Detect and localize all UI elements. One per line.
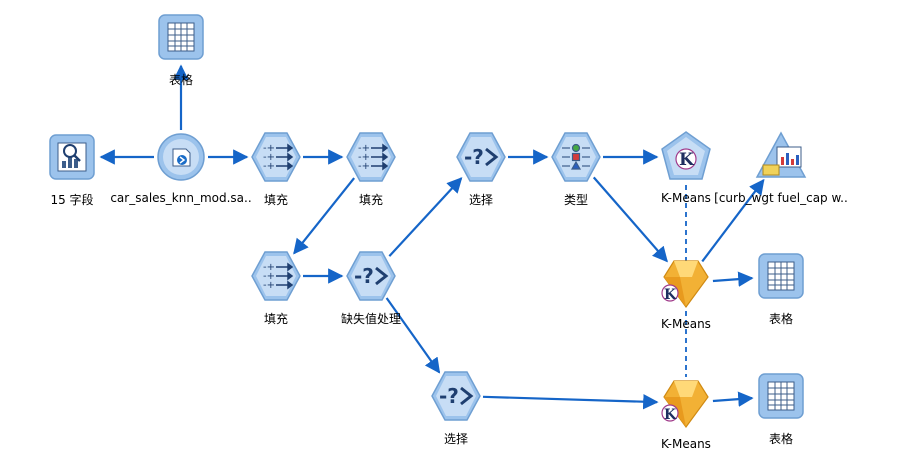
- svg-text:K: K: [664, 407, 677, 423]
- node-label: 缺失值处理: [340, 312, 401, 326]
- link-kmeans_nugget1-to-graph[interactable]: [701, 178, 765, 263]
- table-icon: [753, 248, 809, 304]
- table-icon: [153, 9, 209, 65]
- node-label: 填充: [263, 193, 288, 207]
- node-label: 类型: [563, 193, 588, 207]
- node-fields15[interactable]: [44, 129, 100, 185]
- node-select1[interactable]: -?: [453, 129, 509, 185]
- select-icon: -?: [343, 248, 399, 304]
- node-fill2[interactable]: -+ -+ -+: [343, 129, 399, 185]
- node-table-bot[interactable]: [753, 368, 809, 424]
- node-select2[interactable]: -?: [428, 368, 484, 424]
- node-label: [curb_wgt fuel_cap w..: [714, 191, 848, 205]
- node-missing[interactable]: -?: [343, 248, 399, 304]
- link-missing-to-select1[interactable]: [388, 177, 463, 257]
- type-icon: [548, 129, 604, 185]
- svg-text:-?: -?: [354, 264, 374, 288]
- node-type[interactable]: [548, 129, 604, 185]
- link-select2-to-kmeans_nugget2[interactable]: [482, 393, 659, 410]
- node-label: 选择: [468, 193, 493, 207]
- svg-text:-+: -+: [263, 280, 275, 291]
- node-label: K-Means: [661, 437, 711, 451]
- select-icon: -?: [453, 129, 509, 185]
- node-label: 表格: [168, 73, 193, 87]
- svg-text:-+: -+: [263, 161, 275, 172]
- node-fill3[interactable]: -+ -+ -+: [248, 248, 304, 304]
- node-table-mid[interactable]: [753, 248, 809, 304]
- node-source[interactable]: [153, 129, 209, 185]
- node-label: 15 字段: [50, 193, 94, 207]
- kmeans-model-icon: K: [658, 255, 714, 311]
- graph-icon: [753, 129, 809, 185]
- svg-text:K: K: [679, 150, 695, 170]
- link-kmeans_nugget1-to-table_mid[interactable]: [712, 271, 754, 287]
- filler-icon: -+ -+ -+: [248, 129, 304, 185]
- svg-text:-+: -+: [358, 161, 370, 172]
- sav-source-icon: [153, 129, 209, 185]
- node-label: 选择: [443, 432, 468, 446]
- node-label: 表格: [768, 312, 793, 326]
- node-table-top[interactable]: [153, 9, 209, 65]
- svg-text:-+: -+: [358, 143, 370, 154]
- table-icon: [753, 368, 809, 424]
- svg-text:-+: -+: [358, 152, 370, 163]
- select-icon: -?: [428, 368, 484, 424]
- kmeans-build-icon: K: [658, 129, 714, 185]
- svg-text:K: K: [664, 287, 677, 303]
- node-label: 填充: [263, 312, 288, 326]
- svg-text:-+: -+: [263, 271, 275, 282]
- link-missing-to-select2[interactable]: [385, 297, 441, 374]
- filler-icon: -+ -+ -+: [343, 129, 399, 185]
- link-fill2-to-fill3[interactable]: [293, 177, 356, 255]
- node-kmeans-nugget2[interactable]: K: [658, 375, 714, 431]
- svg-text:-+: -+: [263, 143, 275, 154]
- node-kmeans-nugget1[interactable]: K: [658, 255, 714, 311]
- kmeans-model-icon: K: [658, 375, 714, 431]
- link-kmeans_nugget2-to-table_bot[interactable]: [712, 391, 754, 407]
- svg-text:-?: -?: [439, 384, 459, 408]
- data-audit-icon: [44, 129, 100, 185]
- svg-text:-+: -+: [263, 152, 275, 163]
- node-label: car_sales_knn_mod.sa..: [110, 191, 252, 205]
- node-label: 表格: [768, 432, 793, 446]
- filler-icon: -+ -+ -+: [248, 248, 304, 304]
- svg-text:-?: -?: [464, 145, 484, 169]
- link-type-to-kmeans_nugget1[interactable]: [592, 176, 668, 263]
- node-fill1[interactable]: -+ -+ -+: [248, 129, 304, 185]
- node-graph[interactable]: [753, 129, 809, 185]
- node-label: K-Means: [661, 317, 711, 331]
- node-kmeans-build[interactable]: K: [658, 129, 714, 185]
- svg-text:-+: -+: [263, 262, 275, 273]
- node-label: K-Means: [661, 191, 711, 205]
- node-label: 填充: [358, 193, 383, 207]
